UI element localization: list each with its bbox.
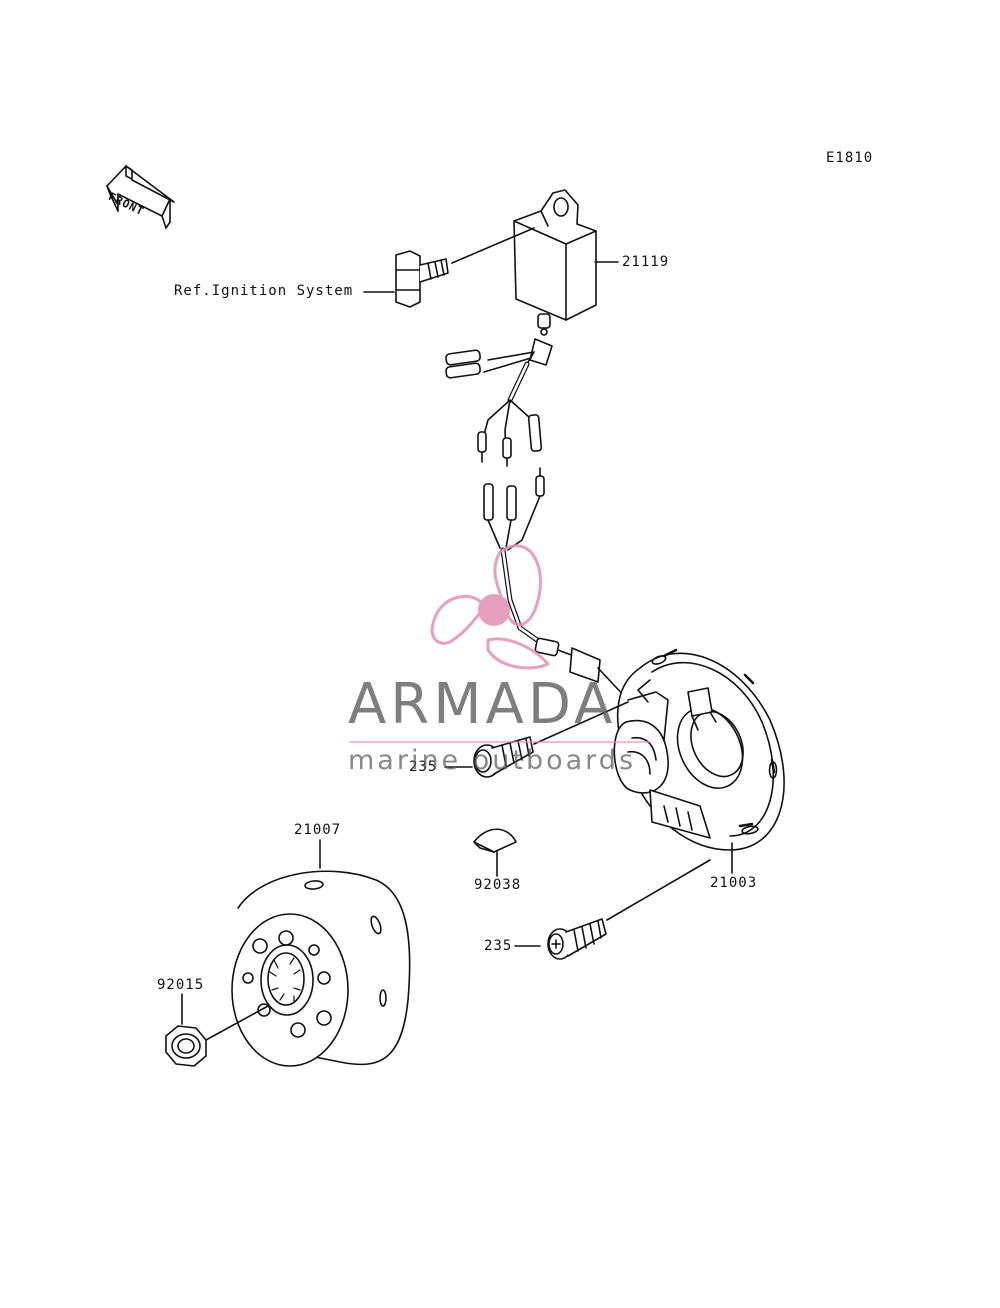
part-number-21007: 21007 [294,822,342,838]
stator-part [613,648,785,851]
assembly-line-upper-bolt [533,701,629,745]
part-number-21003: 21003 [710,875,758,891]
assembly-line-lower-bolt [606,859,711,921]
cdi-wire-harness [445,338,553,467]
assembly-line-nut [205,1005,269,1041]
ref-bolt-part [395,250,449,308]
stator-bolt-upper-part [473,736,534,778]
part-number-92015: 92015 [157,977,205,993]
part-number-235-upper: 235 [409,759,438,775]
cdi-unit-part [513,189,597,336]
flywheel-part [231,870,411,1067]
assembly-line-ref-bolt [451,227,535,264]
stator-wire-harness [483,467,629,701]
watermark-subtitle: marine outboards [348,745,637,776]
stator-bolt-lower-part [547,918,607,960]
flywheel-nut-part [165,1025,207,1067]
diagram-code: E1810 [826,150,874,166]
watermark-title: ARMADA [348,672,617,737]
armada-logo-icon [430,544,550,670]
woodruff-key-part [473,828,517,853]
part-number-235-lower: 235 [484,938,513,954]
front-arrow-icon [106,165,175,229]
part-number-21119: 21119 [622,254,670,270]
part-number-92038: 92038 [474,877,522,893]
ref-ignition-label: Ref.Ignition System [174,283,354,299]
